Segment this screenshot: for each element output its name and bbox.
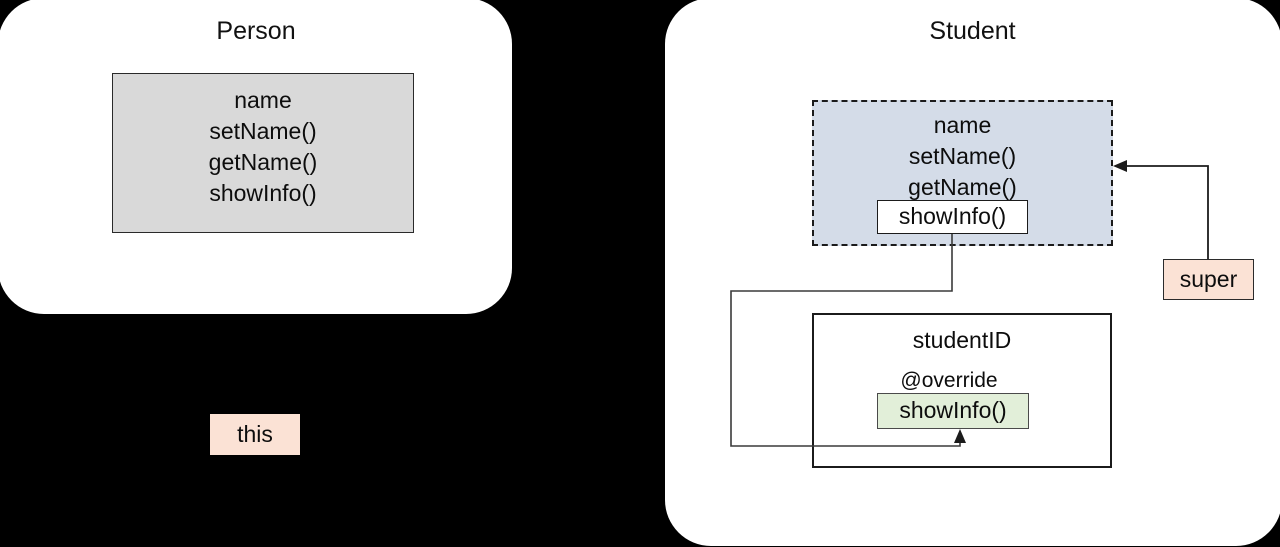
person-panel-title: Person [216, 17, 296, 45]
student-own-members-box: studentID @override [812, 313, 1112, 468]
this-keyword-badge[interactable]: this [210, 414, 300, 455]
student-inherited-showinfo-box[interactable]: showInfo() [877, 200, 1028, 234]
student-override-showinfo-box[interactable]: showInfo() [877, 393, 1029, 429]
person-members-box: name setName() getName() showInfo() [112, 73, 414, 233]
student-inherited-members-box: name setName() getName() [812, 100, 1113, 246]
student-panel-title: Student [929, 17, 1016, 45]
super-keyword-badge[interactable]: super [1163, 259, 1254, 300]
student-inherited-member-setname: setName() [908, 143, 1017, 169]
person-member-getname: getName() [208, 149, 318, 175]
person-member-name: name [234, 87, 292, 113]
student-inherited-member-getname: getName() [908, 174, 1017, 200]
person-member-setname: setName() [209, 118, 317, 144]
override-annotation: @override [900, 369, 998, 392]
person-member-showinfo: showInfo() [209, 180, 317, 206]
student-member-studentid: studentID [912, 327, 1012, 353]
student-inherited-member-name: name [933, 112, 992, 138]
